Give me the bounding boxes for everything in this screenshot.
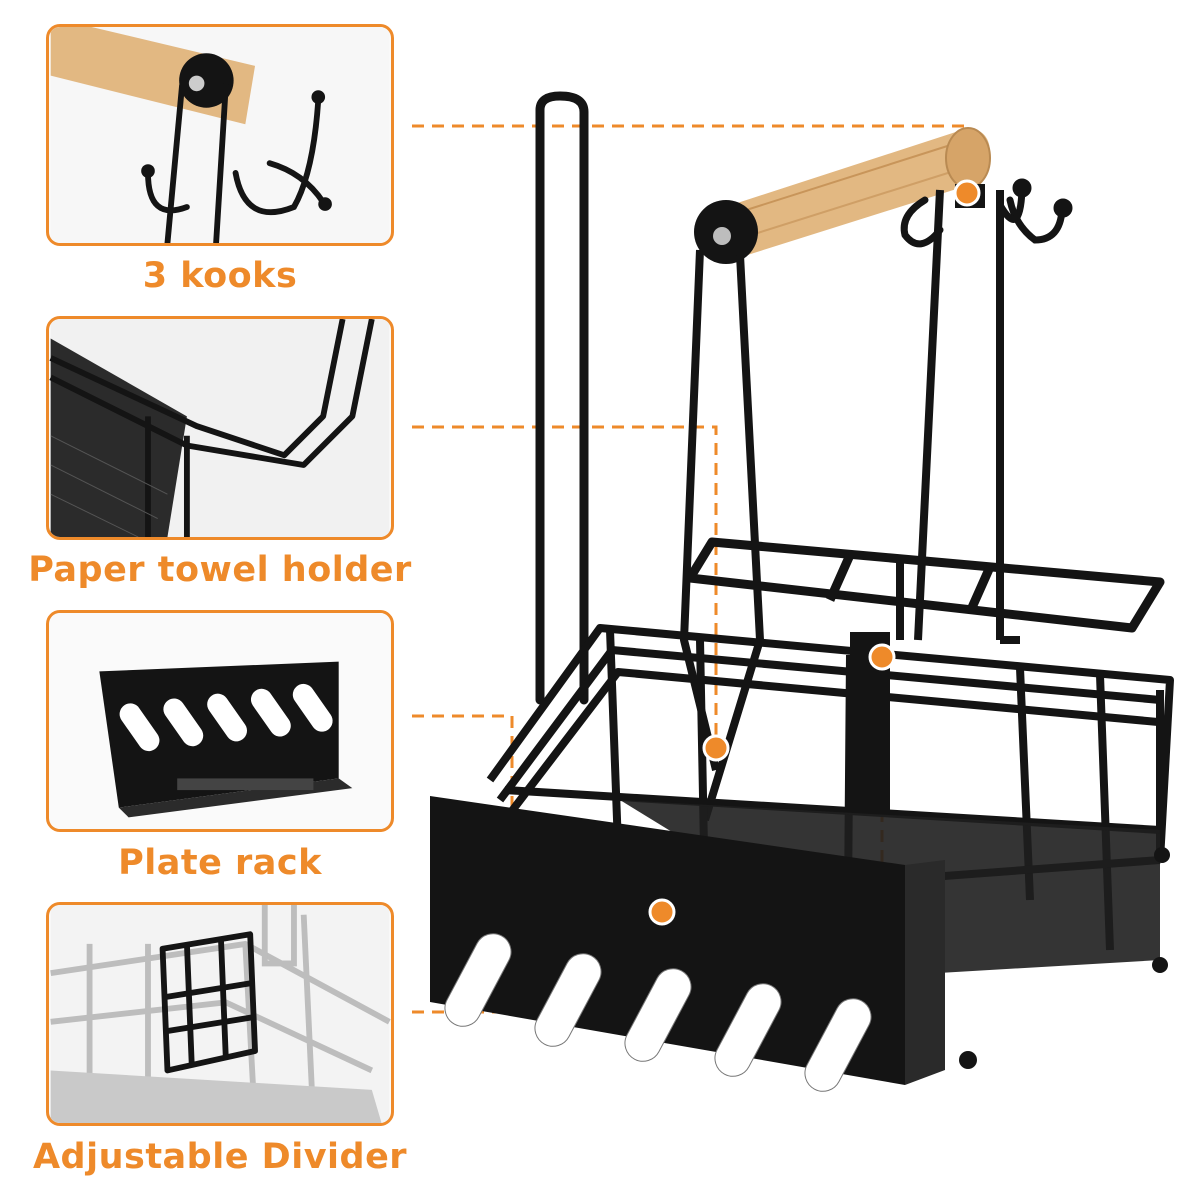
hook-icon	[50, 27, 390, 243]
wooden-handle	[722, 127, 991, 258]
caption-hooks: 3 kooks	[142, 256, 298, 296]
marker-plate-rack	[648, 898, 676, 926]
panel-divider	[46, 902, 394, 1126]
plate-rack-slots	[444, 933, 872, 1092]
paper-towel-rod	[535, 91, 589, 705]
upper-holder	[685, 537, 1165, 633]
hooks-cluster	[900, 178, 1073, 248]
panel-plate-rack	[46, 610, 394, 832]
paper-towel-holder-icon	[49, 319, 390, 537]
marker-divider	[868, 643, 896, 671]
divider-icon	[50, 905, 391, 1123]
panel-hooks	[46, 24, 394, 246]
plate-rack-icon	[50, 613, 390, 829]
caption-divider: Adjustable Divider	[32, 1137, 408, 1177]
caption-plate-rack: Plate rack	[118, 843, 322, 883]
marker-dots	[648, 179, 981, 926]
caption-paper-towel: Paper towel holder	[28, 550, 412, 590]
marker-hooks	[953, 179, 981, 207]
marker-paper-towel	[702, 734, 730, 762]
leader-line-paper-towel	[412, 425, 718, 745]
feet	[959, 847, 1170, 1069]
plate-rack-panel	[430, 796, 945, 1092]
panel-paper-towel	[46, 316, 394, 540]
